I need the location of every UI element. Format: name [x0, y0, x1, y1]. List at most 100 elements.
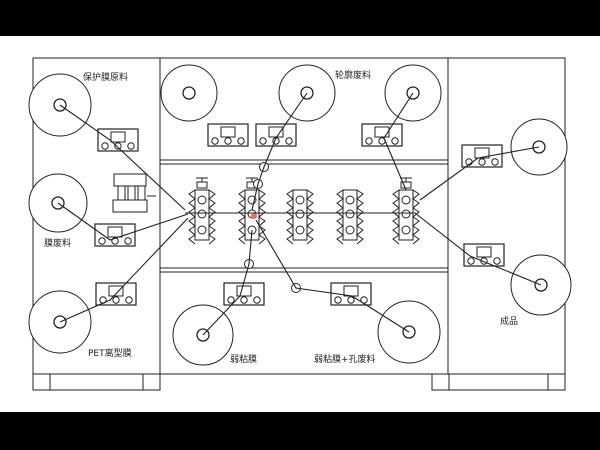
block-window: [236, 285, 252, 297]
web-paths: [57, 92, 542, 336]
label-contour-waste: 轮廓废料: [335, 71, 372, 81]
block-roller: [112, 296, 120, 304]
block-roller: [259, 137, 267, 145]
station-bracket: [208, 189, 216, 245]
web-aux-right: [419, 146, 540, 201]
station-roller: [197, 225, 207, 235]
die-station-3: [286, 189, 314, 245]
block-roller: [224, 137, 232, 145]
web-main: [185, 212, 542, 286]
label-pet-liner: PET离型膜: [88, 349, 132, 359]
cylinder-unit: [112, 173, 156, 213]
station-bracket: [412, 189, 420, 245]
nip-block: [207, 123, 249, 147]
station-roller: [295, 225, 305, 235]
reel-waste-1: [160, 64, 218, 122]
station-bracket: [238, 189, 246, 245]
block-roller: [211, 137, 219, 145]
block-window: [110, 131, 126, 143]
machine-foot: [431, 373, 450, 391]
block-roller: [491, 158, 499, 166]
reel-hub: [182, 86, 196, 100]
block-window: [374, 126, 390, 138]
web-pet-liner: [59, 217, 189, 323]
web-weak-adhesive: [202, 229, 253, 336]
die-station-2: [238, 177, 266, 245]
block-roller: [253, 296, 261, 304]
nip-block: [223, 282, 265, 306]
block-roller: [391, 137, 399, 145]
station-bracket: [188, 189, 196, 245]
station-bracket: [306, 189, 314, 245]
web-weak-adhesive-hole-waste: [255, 219, 410, 333]
web-contour-waste: [251, 92, 308, 211]
machine-foot: [547, 373, 566, 391]
block-roller: [237, 137, 245, 145]
nip-block: [255, 123, 297, 147]
web-film-waste: [57, 202, 189, 241]
machine-frame: [32, 57, 566, 391]
cylinder-head: [113, 173, 147, 187]
block-roller: [227, 296, 235, 304]
station-roller: [295, 209, 305, 219]
cylinder-base: [112, 199, 148, 213]
nip-block: [94, 223, 136, 247]
machine-foot: [32, 373, 51, 391]
block-roller: [127, 142, 135, 150]
station-roller: [345, 209, 355, 219]
block-window: [476, 246, 492, 258]
station-roller: [401, 209, 411, 219]
label-film-waste: 膜废料: [44, 239, 72, 249]
label-weak-adhesive: 弱粘膜: [230, 355, 258, 365]
station-roller: [197, 195, 207, 205]
block-roller: [124, 237, 132, 245]
block-window: [268, 126, 284, 138]
accent-marker: [251, 213, 257, 219]
block-window: [220, 126, 236, 138]
block-roller: [467, 257, 475, 265]
block-roller: [114, 142, 122, 150]
block-roller: [478, 158, 486, 166]
nip-block: [463, 243, 505, 267]
block-roller: [493, 257, 501, 265]
nip-block: [330, 282, 372, 306]
block-roller: [334, 296, 342, 304]
station-roller: [401, 195, 411, 205]
block-roller: [285, 137, 293, 145]
center-chamber: [159, 159, 449, 273]
web-waste-3: [383, 92, 414, 191]
station-roller: [295, 195, 305, 205]
station-bracket: [392, 189, 400, 245]
block-window: [108, 285, 124, 297]
station-roller: [401, 225, 411, 235]
block-roller: [125, 296, 133, 304]
nip-block: [97, 128, 139, 152]
block-roller: [240, 296, 248, 304]
station-roller: [345, 195, 355, 205]
block-roller: [347, 296, 355, 304]
nip-block: [461, 144, 503, 168]
station-roller: [345, 225, 355, 235]
label-protective-film: 保护膜原料: [83, 73, 129, 83]
nip-block: [361, 123, 403, 147]
station-roller: [197, 209, 207, 219]
block-roller: [365, 137, 373, 145]
machine-foot: [142, 373, 161, 391]
station-bracket: [258, 189, 266, 245]
block-window: [107, 226, 123, 238]
station-cap: [196, 181, 208, 189]
label-weak-adhesive-hole-waste: 弱粘膜+孔废料: [314, 355, 376, 365]
block-window: [343, 285, 359, 297]
block-roller: [98, 237, 106, 245]
die-station-1: [188, 177, 216, 245]
block-roller: [101, 142, 109, 150]
die-station-4: [336, 189, 364, 245]
station-bracket: [336, 189, 344, 245]
station-bracket: [286, 189, 294, 245]
block-window: [474, 147, 490, 159]
label-finished-product: 成品: [500, 317, 519, 327]
station-bracket: [356, 189, 364, 245]
web-protective-film: [59, 104, 186, 211]
